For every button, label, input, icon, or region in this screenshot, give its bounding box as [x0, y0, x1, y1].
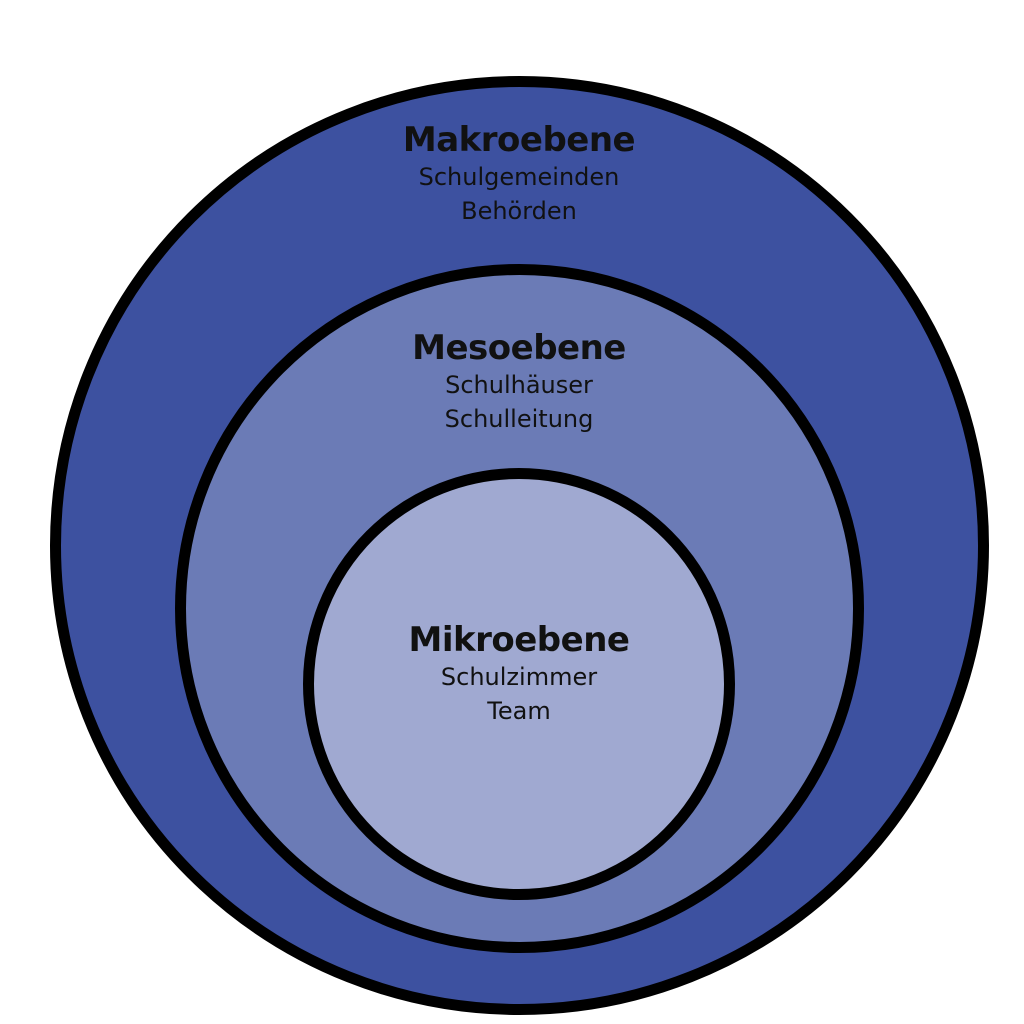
mikroebene-title: Mikroebene [408, 620, 630, 660]
mesoebene-title: Mesoebene [412, 328, 626, 368]
makroebene-line-1: Schulgemeinden [418, 163, 620, 191]
mesoebene-line-1: Schulhäuser [445, 371, 593, 399]
mikroebene-line-2: Team [487, 697, 551, 725]
mesoebene-line-2: Schulleitung [444, 405, 594, 433]
mesoebene-label: Mesoebene Schulhäuser Schulleitung [319, 328, 719, 436]
makroebene-line-2: Behörden [461, 197, 577, 225]
makroebene-title: Makroebene [402, 120, 636, 160]
makroebene-label: Makroebene Schulgemeinden Behörden [319, 120, 719, 228]
mikroebene-line-1: Schulzimmer [440, 663, 598, 691]
mikroebene-label: Mikroebene Schulzimmer Team [319, 620, 719, 728]
mikroebene-circle [303, 468, 735, 900]
